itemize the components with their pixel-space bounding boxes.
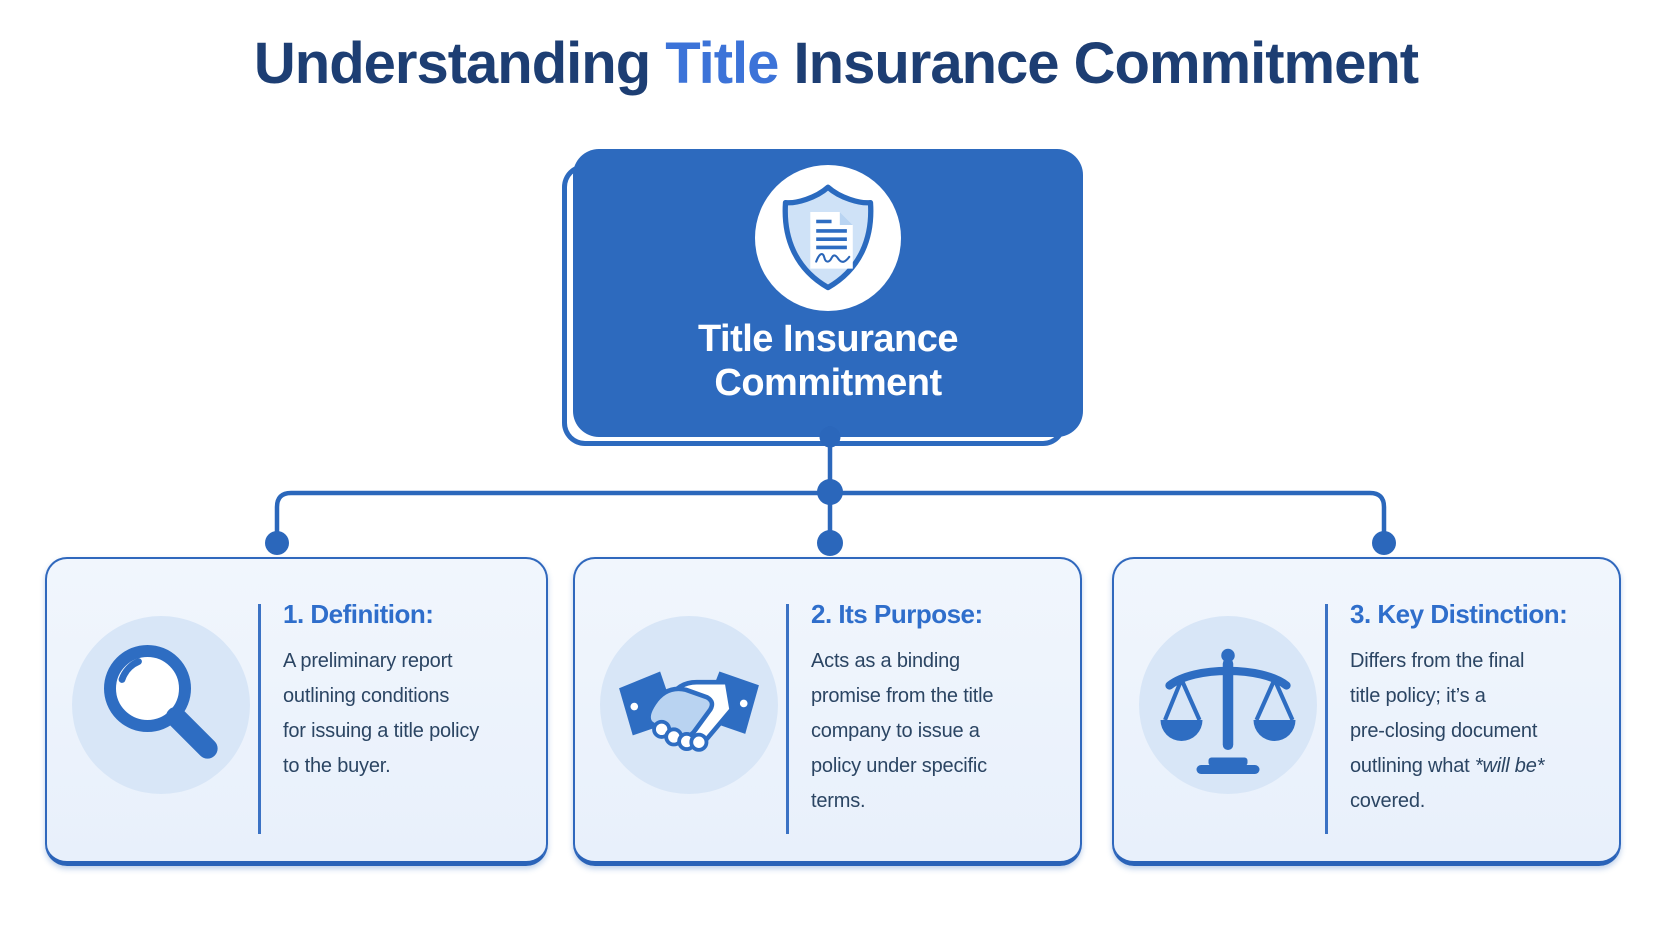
connector-dots xyxy=(265,426,1396,556)
card-key-distinction-divider xyxy=(1325,604,1328,834)
page-title-part1: Understanding xyxy=(253,31,666,96)
root-node-label: Title Insurance Commitment xyxy=(573,317,1083,405)
card-purpose-divider xyxy=(786,604,789,834)
card-purpose: 2. Its Purpose: Acts as a binding promis… xyxy=(573,557,1082,866)
card-definition-divider xyxy=(258,604,261,834)
card-definition-text: 1. Definition: A preliminary report outl… xyxy=(283,599,536,784)
root-node-title-insurance-commitment: Title Insurance Commitment xyxy=(573,149,1083,437)
card-purpose-heading: 2. Its Purpose: xyxy=(811,599,983,629)
card-key-distinction-body-post: covered. xyxy=(1350,790,1426,812)
card-key-distinction: 3. Key Distinction: Differs from the fin… xyxy=(1112,557,1621,866)
card-definition: 1. Definition: A preliminary report outl… xyxy=(45,557,548,866)
page-title-part2: Insurance Commitment xyxy=(778,31,1420,96)
card-key-distinction-body-italic: *will be* xyxy=(1474,755,1545,777)
card-definition-body: A preliminary report outlining condition… xyxy=(283,650,480,777)
root-node-label-line2: Commitment xyxy=(714,362,942,405)
page-title: Understanding Title Insurance Commitment xyxy=(0,30,1672,97)
card-definition-heading: 1. Definition: xyxy=(283,599,434,629)
magnifier-icon xyxy=(104,645,218,759)
card-purpose-icon-circle xyxy=(600,616,778,794)
root-icon-circle xyxy=(755,165,901,311)
card-key-distinction-text: 3. Key Distinction: Differs from the fin… xyxy=(1350,599,1609,819)
scales-icon xyxy=(1160,648,1296,774)
page-title-accent: Title xyxy=(665,31,779,96)
card-key-distinction-body: Differs from the final title policy; it’… xyxy=(1350,644,1609,819)
card-key-distinction-heading: 3. Key Distinction: xyxy=(1350,599,1568,629)
card-key-distinction-icon-circle xyxy=(1139,616,1317,794)
card-purpose-text: 2. Its Purpose: Acts as a binding promis… xyxy=(811,599,1070,819)
shield-document-icon xyxy=(782,184,874,291)
card-purpose-body: Acts as a binding promise from the title… xyxy=(811,650,994,812)
root-node-label-line1: Title Insurance xyxy=(697,318,959,360)
card-key-distinction-body-pre: Differs from the final title policy; it’… xyxy=(1350,650,1538,777)
handshake-icon xyxy=(619,671,759,752)
card-definition-icon-circle xyxy=(72,616,250,794)
